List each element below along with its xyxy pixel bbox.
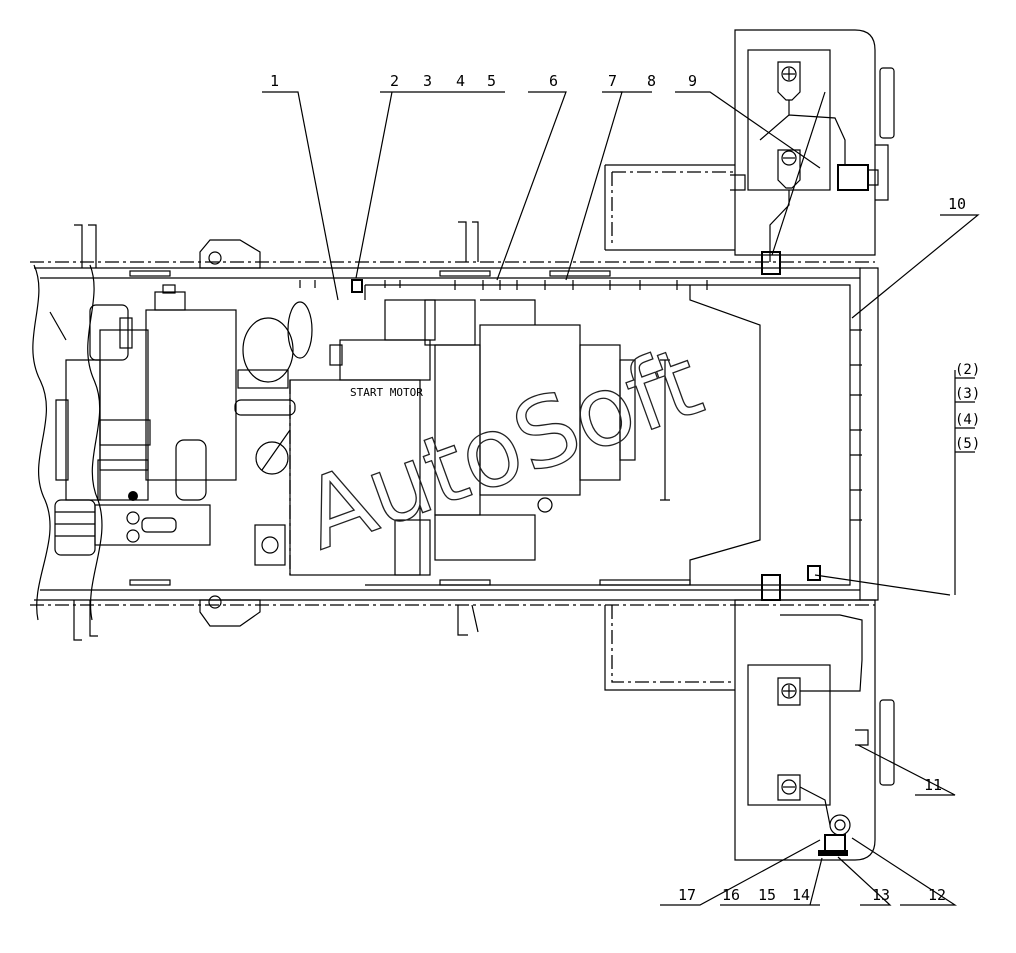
callout-9: 9 [688,72,697,90]
callout-8: 8 [647,72,656,90]
cab-outline [364,284,862,586]
transmission-housing [289,299,670,576]
callout-numbers: 1 2 3 4 5 6 7 8 9 10 11 12 13 14 15 16 1… [270,72,966,904]
callout-15: 15 [758,886,776,904]
callout-2: 2 [390,72,399,90]
side-callout-4: (4) [955,412,980,428]
callout-16: 16 [722,886,740,904]
callout-14: 14 [792,886,810,904]
fitting-2 [351,279,363,293]
lower-battery-box [604,565,895,861]
callout-10: 10 [948,195,966,213]
callout-4: 4 [456,72,465,90]
watermark-text: AutoSoft [290,325,716,571]
callout-6: 6 [549,72,558,90]
upper-battery-box [604,29,895,275]
side-callout-5: (5) [955,436,980,452]
callout-17: 17 [678,886,696,904]
callout-12: 12 [928,886,946,904]
side-callouts: (2) (3) (4) (5) [955,362,980,452]
callout-7: 7 [608,72,617,90]
callout-5: 5 [487,72,496,90]
engine-assembly [49,284,313,566]
callout-1: 1 [270,72,279,90]
leader-lines [262,91,980,906]
callout-11: 11 [924,776,942,794]
side-callout-3: (3) [955,386,980,402]
side-callout-2: (2) [955,362,980,378]
callout-13: 13 [872,886,890,904]
callout-3: 3 [423,72,432,90]
start-motor-label: START MOTOR [350,386,423,399]
